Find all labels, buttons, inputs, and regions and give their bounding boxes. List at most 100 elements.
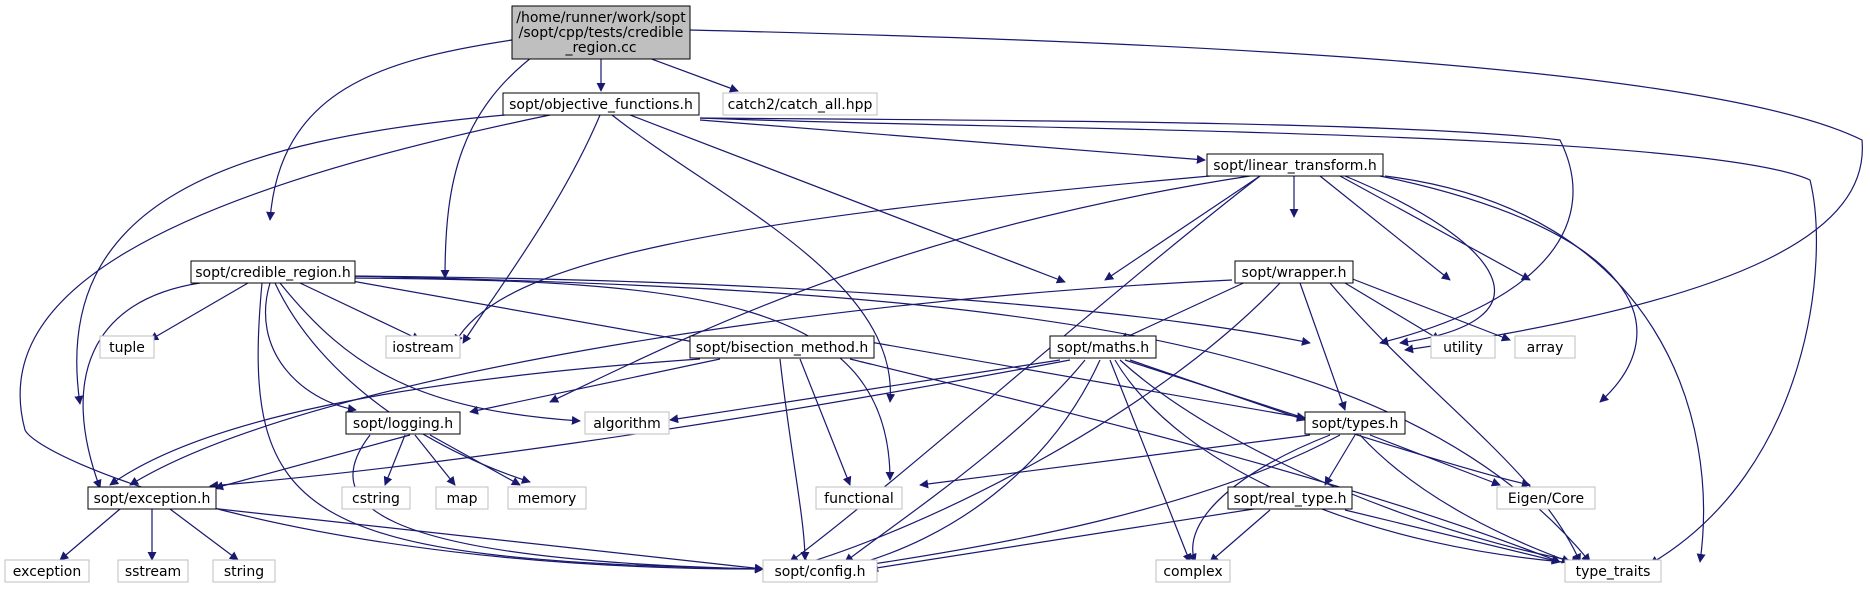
edge-maths-typetraits2 [1114, 359, 1591, 568]
edge-logging-exception [214, 434, 411, 491]
edge-types-eigen [1369, 434, 1501, 487]
edge-linear-maths [1104, 175, 1261, 281]
node-exception-std[interactable]: exception [4, 559, 90, 583]
edge-obj-linear [699, 119, 1206, 164]
edge-bisect-typetraits [849, 358, 1561, 564]
node-memory[interactable]: memory [507, 486, 587, 510]
edge-logging-map [414, 434, 456, 486]
edge-maths-config [844, 359, 1086, 563]
edge-obj-exception [74, 114, 506, 405]
edge-logging-memory [429, 434, 521, 486]
node-types[interactable]: sopt/types.h [1304, 411, 1406, 435]
node-linear-transform[interactable]: sopt/linear_transform.h [1206, 153, 1384, 177]
node-complex[interactable]: complex [1155, 559, 1231, 583]
types-label: sopt/types.h [1312, 416, 1399, 432]
node-catch-all[interactable]: catch2/catch_all.hpp [722, 92, 878, 116]
edge-wrapper-array [1349, 277, 1511, 342]
functional-label: functional [824, 491, 894, 507]
node-cstring[interactable]: cstring [341, 486, 411, 510]
edge-maths-complex [1109, 359, 1192, 563]
node-utility[interactable]: utility [1430, 335, 1496, 359]
string-label: string [224, 564, 264, 580]
type-traits-label: type_traits [1576, 564, 1651, 580]
node-iostream[interactable]: iostream [385, 335, 461, 359]
edge-realtype-typetraits [1344, 509, 1561, 565]
node-maths[interactable]: sopt/maths.h [1049, 335, 1157, 359]
root-line-1: /home/runner/work/sopt [516, 10, 686, 26]
edge-maths-eigen [1124, 359, 1531, 488]
edges [19, 29, 1863, 574]
edge-linear-utility [1319, 175, 1451, 281]
edge-bisect-logging [469, 358, 721, 415]
root-line-2: /sopt/cpp/tests/credible [519, 25, 684, 41]
edge-cred-functional [345, 277, 895, 481]
edge-exception-exceptionstd [59, 508, 121, 561]
algorithm-label: algorithm [593, 416, 661, 432]
edge-cred-exception [82, 282, 201, 489]
edge-linear-types [1344, 175, 1495, 347]
node-objective-functions[interactable]: sopt/objective_functions.h [502, 92, 700, 116]
wrapper-label: sopt/wrapper.h [1242, 265, 1347, 281]
edge-logging-cstring [383, 434, 406, 486]
array-label: array [1527, 340, 1564, 356]
node-real-type[interactable]: sopt/real_type.h [1227, 486, 1353, 510]
node-logging[interactable]: sopt/logging.h [345, 411, 461, 435]
edge-wrapper-types [1299, 282, 1347, 411]
edge-cred-memory [274, 282, 531, 484]
edge-maths-exception [209, 359, 1071, 490]
edge-types-typetraits [1359, 434, 1571, 564]
edge-types-functional [919, 434, 1311, 489]
node-sstream[interactable]: sstream [117, 559, 189, 583]
bisection-method-label: sopt/bisection_method.h [696, 340, 869, 356]
node-map[interactable]: map [435, 486, 489, 510]
node-root-file[interactable]: /home/runner/work/sopt /sopt/cpp/tests/c… [511, 5, 691, 60]
node-config[interactable]: sopt/config.h [762, 559, 878, 583]
catch-all-label: catch2/catch_all.hpp [728, 97, 873, 113]
edge-maths-config2 [849, 359, 1101, 569]
edge-bisect-config [779, 358, 810, 561]
edge-bisect-types [869, 341, 1306, 422]
eigen-core-label: Eigen/Core [1508, 491, 1584, 507]
real-type-label: sopt/real_type.h [1233, 491, 1346, 507]
node-functional[interactable]: functional [815, 486, 903, 510]
node-eigen-core[interactable]: Eigen/Core [1496, 486, 1596, 510]
objective-functions-label: sopt/objective_functions.h [509, 97, 693, 113]
edge-exception-config [209, 507, 764, 573]
edge-cred-types [345, 275, 1311, 346]
node-type-traits[interactable]: type_traits [1564, 559, 1662, 583]
iostream-label: iostream [392, 340, 454, 356]
edge-wrapper-utility [1339, 279, 1441, 341]
edge-obj-types [699, 117, 1574, 346]
edge-linear-logging [454, 175, 1211, 344]
node-array[interactable]: array [1514, 335, 1576, 359]
complex-label: complex [1163, 564, 1222, 580]
exception-label: sopt/exception.h [94, 491, 211, 507]
edge-types-config [859, 434, 1341, 570]
edge-root-iostream [440, 50, 541, 279]
node-string[interactable]: string [212, 559, 276, 583]
edge-wrapper-config [799, 282, 1281, 568]
maths-label: sopt/maths.h [1057, 340, 1149, 356]
node-exception[interactable]: sopt/exception.h [87, 486, 217, 510]
edge-root-types [689, 29, 1863, 354]
linear-transform-label: sopt/linear_transform.h [1213, 158, 1377, 174]
nodes: /home/runner/work/sopt /sopt/cpp/tests/c… [4, 5, 1662, 583]
edge-cred-config [257, 282, 764, 574]
edge-wrapper-exception [129, 279, 1233, 486]
config-label: sopt/config.h [774, 564, 865, 580]
edge-linear-eigen [1379, 175, 1638, 403]
edge-obj-logging [462, 114, 601, 344]
edge-obj-typetraits [699, 117, 1817, 565]
edge-cred-tuple [149, 282, 249, 341]
node-wrapper[interactable]: sopt/wrapper.h [1234, 260, 1354, 284]
map-label: map [446, 491, 477, 507]
edge-linear-memory [549, 175, 1251, 403]
node-credible-region[interactable]: sopt/credible_region.h [190, 260, 356, 284]
node-bisection-method[interactable]: sopt/bisection_method.h [689, 335, 875, 359]
tuple-label: tuple [109, 340, 145, 356]
node-tuple[interactable]: tuple [99, 335, 155, 359]
node-algorithm[interactable]: algorithm [584, 411, 670, 435]
edge-maths-algorithm [669, 359, 1061, 424]
root-line-3: _region.cc [564, 40, 636, 56]
